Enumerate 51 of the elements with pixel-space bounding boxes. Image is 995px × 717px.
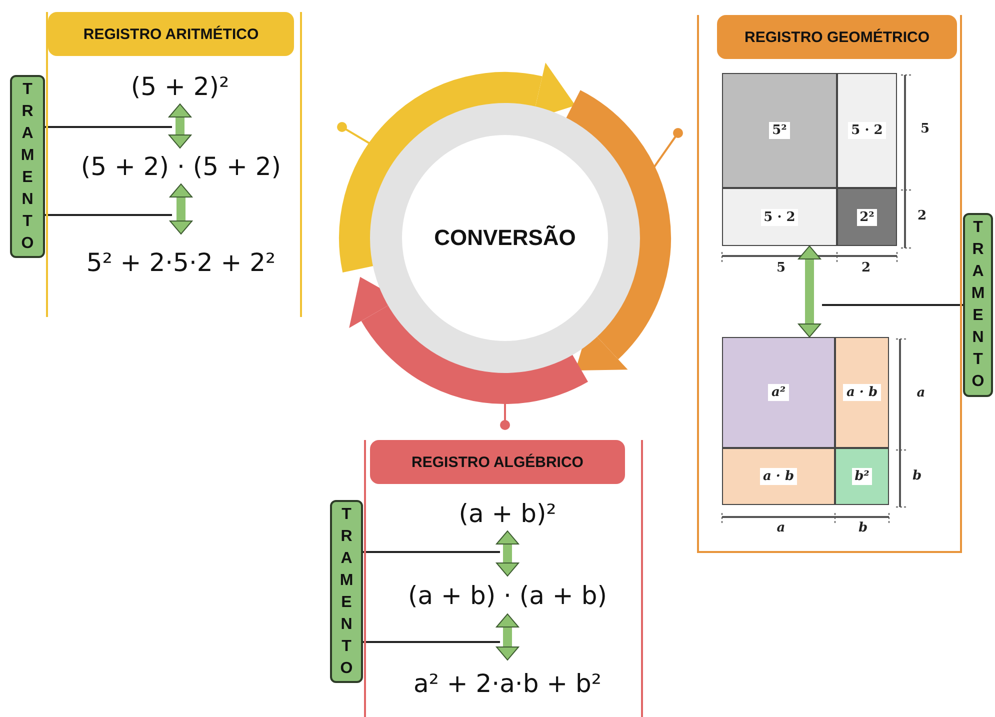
area-region — [835, 448, 889, 505]
register-panel — [697, 15, 962, 553]
leader-line — [45, 126, 172, 128]
area-region — [722, 337, 835, 448]
dimension-label: 2 — [917, 208, 927, 224]
area-label: 5 · 2 — [848, 122, 886, 139]
double-arrow — [168, 104, 192, 148]
dimension-label: a — [776, 520, 786, 536]
area-model — [722, 73, 897, 246]
register-panel — [46, 12, 302, 317]
area-label: b² — [852, 468, 872, 485]
area-region — [837, 73, 897, 188]
vertical-label-tab: TRAMENTO — [963, 213, 993, 397]
vertical-label-tab: TRAMENTO — [10, 75, 45, 258]
leader-line — [363, 641, 500, 643]
area-label: 2² — [856, 208, 878, 226]
dimension-label: b — [912, 468, 922, 484]
area-region — [837, 188, 897, 246]
leader-line — [363, 551, 500, 553]
double-arrow — [170, 184, 192, 234]
expression-text: (5 + 2)² — [80, 68, 280, 104]
area-region — [835, 337, 889, 448]
dimension-label: 5 — [776, 260, 786, 276]
dimension-label: 5 — [920, 122, 930, 136]
area-label: 5 · 2 — [760, 208, 798, 226]
leader-line — [45, 214, 172, 216]
area-region — [722, 448, 835, 505]
dimension-label: b — [858, 520, 868, 536]
double-arrow — [798, 246, 821, 338]
double-arrow — [496, 614, 519, 660]
area-model — [722, 337, 889, 505]
expression-text: a² + 2·a·b + b² — [380, 660, 635, 706]
heading-tab: REGISTRO ALGÉBRICO — [370, 440, 625, 484]
area-label: 5² — [769, 122, 790, 139]
expression-text: (a + b)² — [400, 495, 615, 531]
heading-tab: REGISTRO ARITMÉTICO — [48, 12, 294, 56]
leader-line — [822, 304, 963, 306]
area-region — [722, 188, 837, 246]
vertical-label-tab: TRAMENTO — [330, 500, 363, 683]
area-region — [722, 73, 837, 188]
expression-text: (a + b) · (a + b) — [380, 576, 635, 614]
area-label: a · b — [843, 384, 881, 401]
expression-text: 5² + 2·5·2 + 2² — [62, 234, 300, 290]
dimension-label: a — [916, 386, 926, 400]
register-panel — [364, 440, 643, 717]
double-arrow — [496, 530, 519, 576]
heading-tab: REGISTRO GEOMÉTRICO — [717, 15, 957, 59]
expression-text: (5 + 2) · (5 + 2) — [62, 148, 300, 184]
area-label: a · b — [760, 468, 798, 485]
area-label: a² — [768, 384, 789, 401]
dimension-label: 2 — [861, 260, 871, 276]
